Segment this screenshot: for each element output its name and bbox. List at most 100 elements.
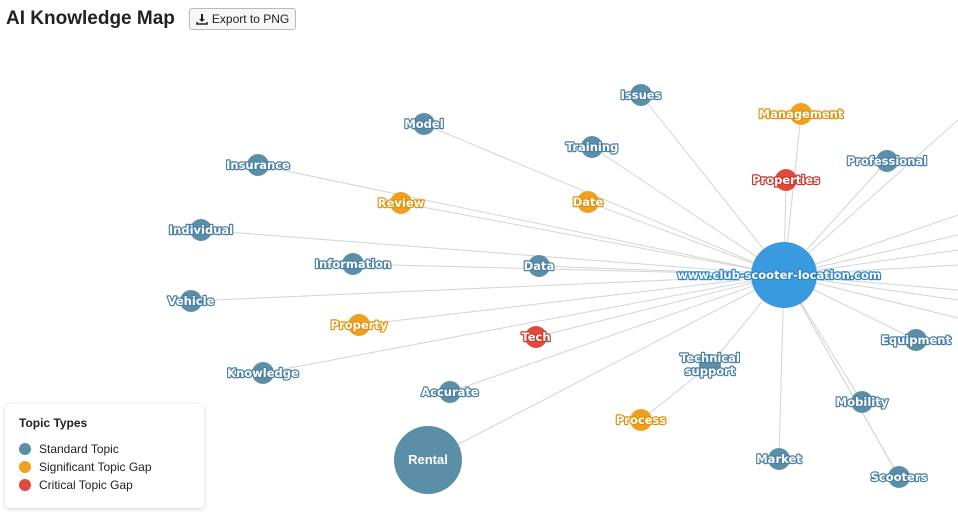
node-label: Vehicle [168,294,215,308]
nodes: IssuesManagementModelTrainingPropertiesP… [166,84,953,494]
node-data[interactable]: Data [523,255,555,277]
edge-line [640,364,711,421]
standard-dot-icon [19,443,31,455]
legend-label: Significant Topic Gap [39,460,152,474]
node-scooters[interactable]: Scooters [869,466,929,488]
hub-label: www.club-scooter-location.com [677,268,881,282]
node-circle [581,136,603,158]
node-label: Process [616,413,666,427]
hub-circle [751,242,817,308]
node-training[interactable]: Training [565,136,619,158]
edge-line [587,201,785,276]
node-circle [190,219,212,241]
node-circle [630,84,652,106]
legend-label: Critical Topic Gap [39,478,133,492]
edge-line [190,274,785,302]
node-label: Date [573,195,604,209]
node-label: Insurance [226,158,290,172]
node-label: Knowledge [227,366,299,380]
node-insurance[interactable]: Insurance [225,154,291,176]
node-label: Training [566,140,619,154]
edge-line [358,274,785,326]
node-circle [876,150,898,172]
node-issues[interactable]: Issues [619,84,663,106]
node-label: Model [404,117,443,131]
node-label: Professional [847,154,927,168]
edge-line [200,229,785,276]
edge-line [400,202,785,276]
node-circle [851,391,873,413]
node-label: Tech [521,330,550,344]
node-circle [394,426,462,494]
node-individual[interactable]: Individual [168,219,234,241]
node-circle [390,192,412,214]
critical-dot-icon [19,479,31,491]
legend-item-significant: Significant Topic Gap [19,460,152,474]
node-circle [775,169,797,191]
node-vehicle[interactable]: Vehicle [166,290,216,312]
edge-line [783,274,900,478]
node-label-line: support [685,364,736,378]
node-circle [888,466,910,488]
node-circle [180,290,202,312]
edge-line [262,274,785,374]
node-property[interactable]: Property [329,314,389,336]
node-process[interactable]: Process [615,409,668,431]
page-title: AI Knowledge Map [6,8,175,29]
hub-node[interactable]: www.club-scooter-location.com [676,242,882,308]
node-label: Equipment [881,333,951,347]
node-equipment[interactable]: Equipment [880,329,953,351]
node-label: Properties [752,173,820,187]
node-label: Issues [621,88,662,102]
node-properties[interactable]: Properties [751,169,821,191]
edge-line [538,265,785,276]
node-circle [528,255,550,277]
node-information[interactable]: Information [314,253,392,275]
node-circle [905,329,927,351]
edge-line [449,274,785,393]
node-label-line: Technical [680,351,740,365]
node-label: Market [756,452,802,466]
node-label: Accurate [421,385,479,399]
node-accurate[interactable]: Accurate [420,381,480,403]
node-circle [768,448,790,470]
node-label: Review [378,196,425,210]
node-date[interactable]: Date [571,191,605,213]
node-model[interactable]: Model [403,113,445,135]
node-market[interactable]: Market [755,448,803,470]
node-circle [630,409,652,431]
node-mobility[interactable]: Mobility [835,391,890,413]
node-circle [342,253,364,275]
download-icon [196,14,208,25]
legend-item-critical: Critical Topic Gap [19,478,133,492]
export-png-button[interactable]: Export to PNG [188,8,297,30]
node-label: Mobility [836,395,889,409]
node-rental[interactable]: Rental [394,426,462,494]
edge-line [352,263,785,276]
node-tech[interactable]: Tech [520,326,552,348]
node-circle [577,191,599,213]
node-circle [247,154,269,176]
node-management[interactable]: Management [757,103,845,125]
node-label: Management [759,107,844,121]
legend-label: Standard Topic [39,442,119,456]
node-circle [525,326,547,348]
export-button-label: Export to PNG [211,12,290,26]
node-review[interactable]: Review [377,192,426,214]
node-professional[interactable]: Professional [846,150,928,172]
edge-line [257,164,785,276]
edge-line [427,274,785,461]
node-knowledge[interactable]: Knowledge [226,362,300,384]
node-circle [699,354,721,376]
node-label: Rental [408,452,448,467]
legend-item-standard: Standard Topic [19,442,119,456]
edge-line [535,274,785,338]
node-label: Data [524,259,555,273]
edge-line [783,119,958,276]
node-label: Property [331,318,388,332]
node-circle [439,381,461,403]
significant-dot-icon [19,461,31,473]
node-circle [413,113,435,135]
